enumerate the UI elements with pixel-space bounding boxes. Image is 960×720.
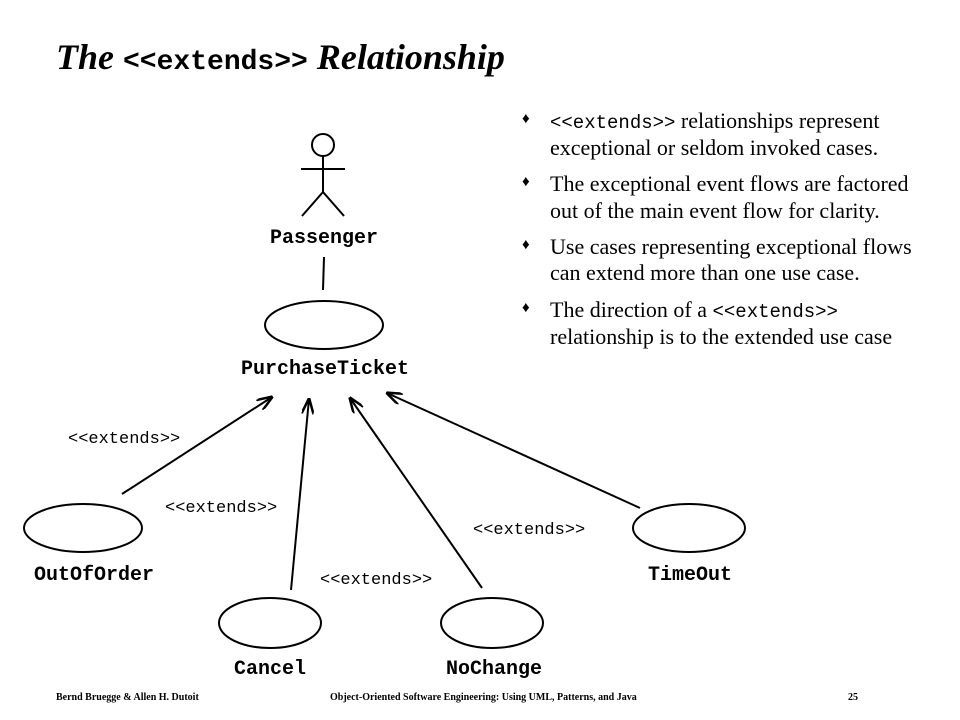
title-prefix: The bbox=[56, 37, 123, 77]
usecase-timeout bbox=[632, 503, 746, 553]
bullet-stereotype-text: <<extends>> bbox=[550, 112, 676, 134]
bullet-item: ♦ Use cases representing exceptional flow… bbox=[520, 234, 940, 287]
footer-authors: Bernd Bruegge & Allen H. Dutoit bbox=[56, 692, 199, 703]
extends-label-timeout: <<extends>> bbox=[473, 521, 585, 540]
actor-head bbox=[311, 133, 335, 157]
bullet-text: relationship is to the extended use case bbox=[550, 323, 893, 349]
actor-association-line bbox=[322, 256, 325, 291]
usecase-purchaseticket-label: PurchaseTicket bbox=[241, 358, 409, 381]
bullet-diamond-icon: ♦ bbox=[522, 174, 530, 191]
extends-arrow-nochange bbox=[350, 398, 483, 589]
usecase-timeout-label: TimeOut bbox=[648, 564, 732, 587]
title-suffix: Relationship bbox=[307, 37, 505, 77]
footer-page-number: 25 bbox=[848, 692, 858, 703]
slide-title: The <<extends>> Relationship bbox=[56, 36, 505, 80]
bullet-list: ♦ <<extends>> relationships represent exc… bbox=[520, 108, 940, 360]
extends-label-cancel: <<extends>> bbox=[165, 499, 277, 518]
bullet-item: ♦ The exceptional event flows are factore… bbox=[520, 171, 940, 224]
actor-label: Passenger bbox=[270, 227, 378, 250]
bullet-diamond-icon: ♦ bbox=[522, 299, 530, 316]
actor-right-leg bbox=[322, 191, 345, 217]
extends-arrow-timeout bbox=[387, 393, 641, 509]
bullet-stereotype-text: <<extends>> bbox=[712, 300, 838, 323]
usecase-purchaseticket bbox=[264, 300, 384, 350]
footer-book-title: Object-Oriented Software Engineering: Us… bbox=[330, 692, 637, 703]
actor-left-leg bbox=[301, 191, 324, 217]
bullet-text: Use cases representing exceptional flows… bbox=[550, 233, 912, 286]
extends-arrow-cancel bbox=[290, 399, 309, 591]
extends-label-nochange: <<extends>> bbox=[320, 571, 432, 590]
usecase-cancel-label: Cancel bbox=[234, 658, 306, 681]
bullet-text: The exceptional event flows are factored… bbox=[550, 171, 909, 223]
usecase-outoforder bbox=[23, 503, 143, 553]
usecase-nochange bbox=[440, 597, 544, 649]
usecase-cancel bbox=[218, 597, 322, 649]
bullet-text: The direction of a bbox=[550, 296, 713, 322]
bullet-text: relationships represent exceptional or s… bbox=[550, 108, 880, 160]
bullet-diamond-icon: ♦ bbox=[522, 111, 530, 127]
bullet-item: ♦ The direction of a <<extends>> relation… bbox=[520, 297, 940, 350]
usecase-nochange-label: NoChange bbox=[446, 658, 542, 681]
extends-arrow-outoforder bbox=[121, 397, 272, 495]
bullet-diamond-icon: ♦ bbox=[522, 236, 530, 253]
usecase-outoforder-label: OutOfOrder bbox=[34, 564, 154, 587]
extends-label-outoforder: <<extends>> bbox=[68, 430, 180, 449]
actor-figure bbox=[301, 133, 345, 217]
title-stereotype: <<extends>> bbox=[123, 47, 308, 78]
bullet-item: ♦ <<extends>> relationships represent exc… bbox=[520, 108, 940, 161]
